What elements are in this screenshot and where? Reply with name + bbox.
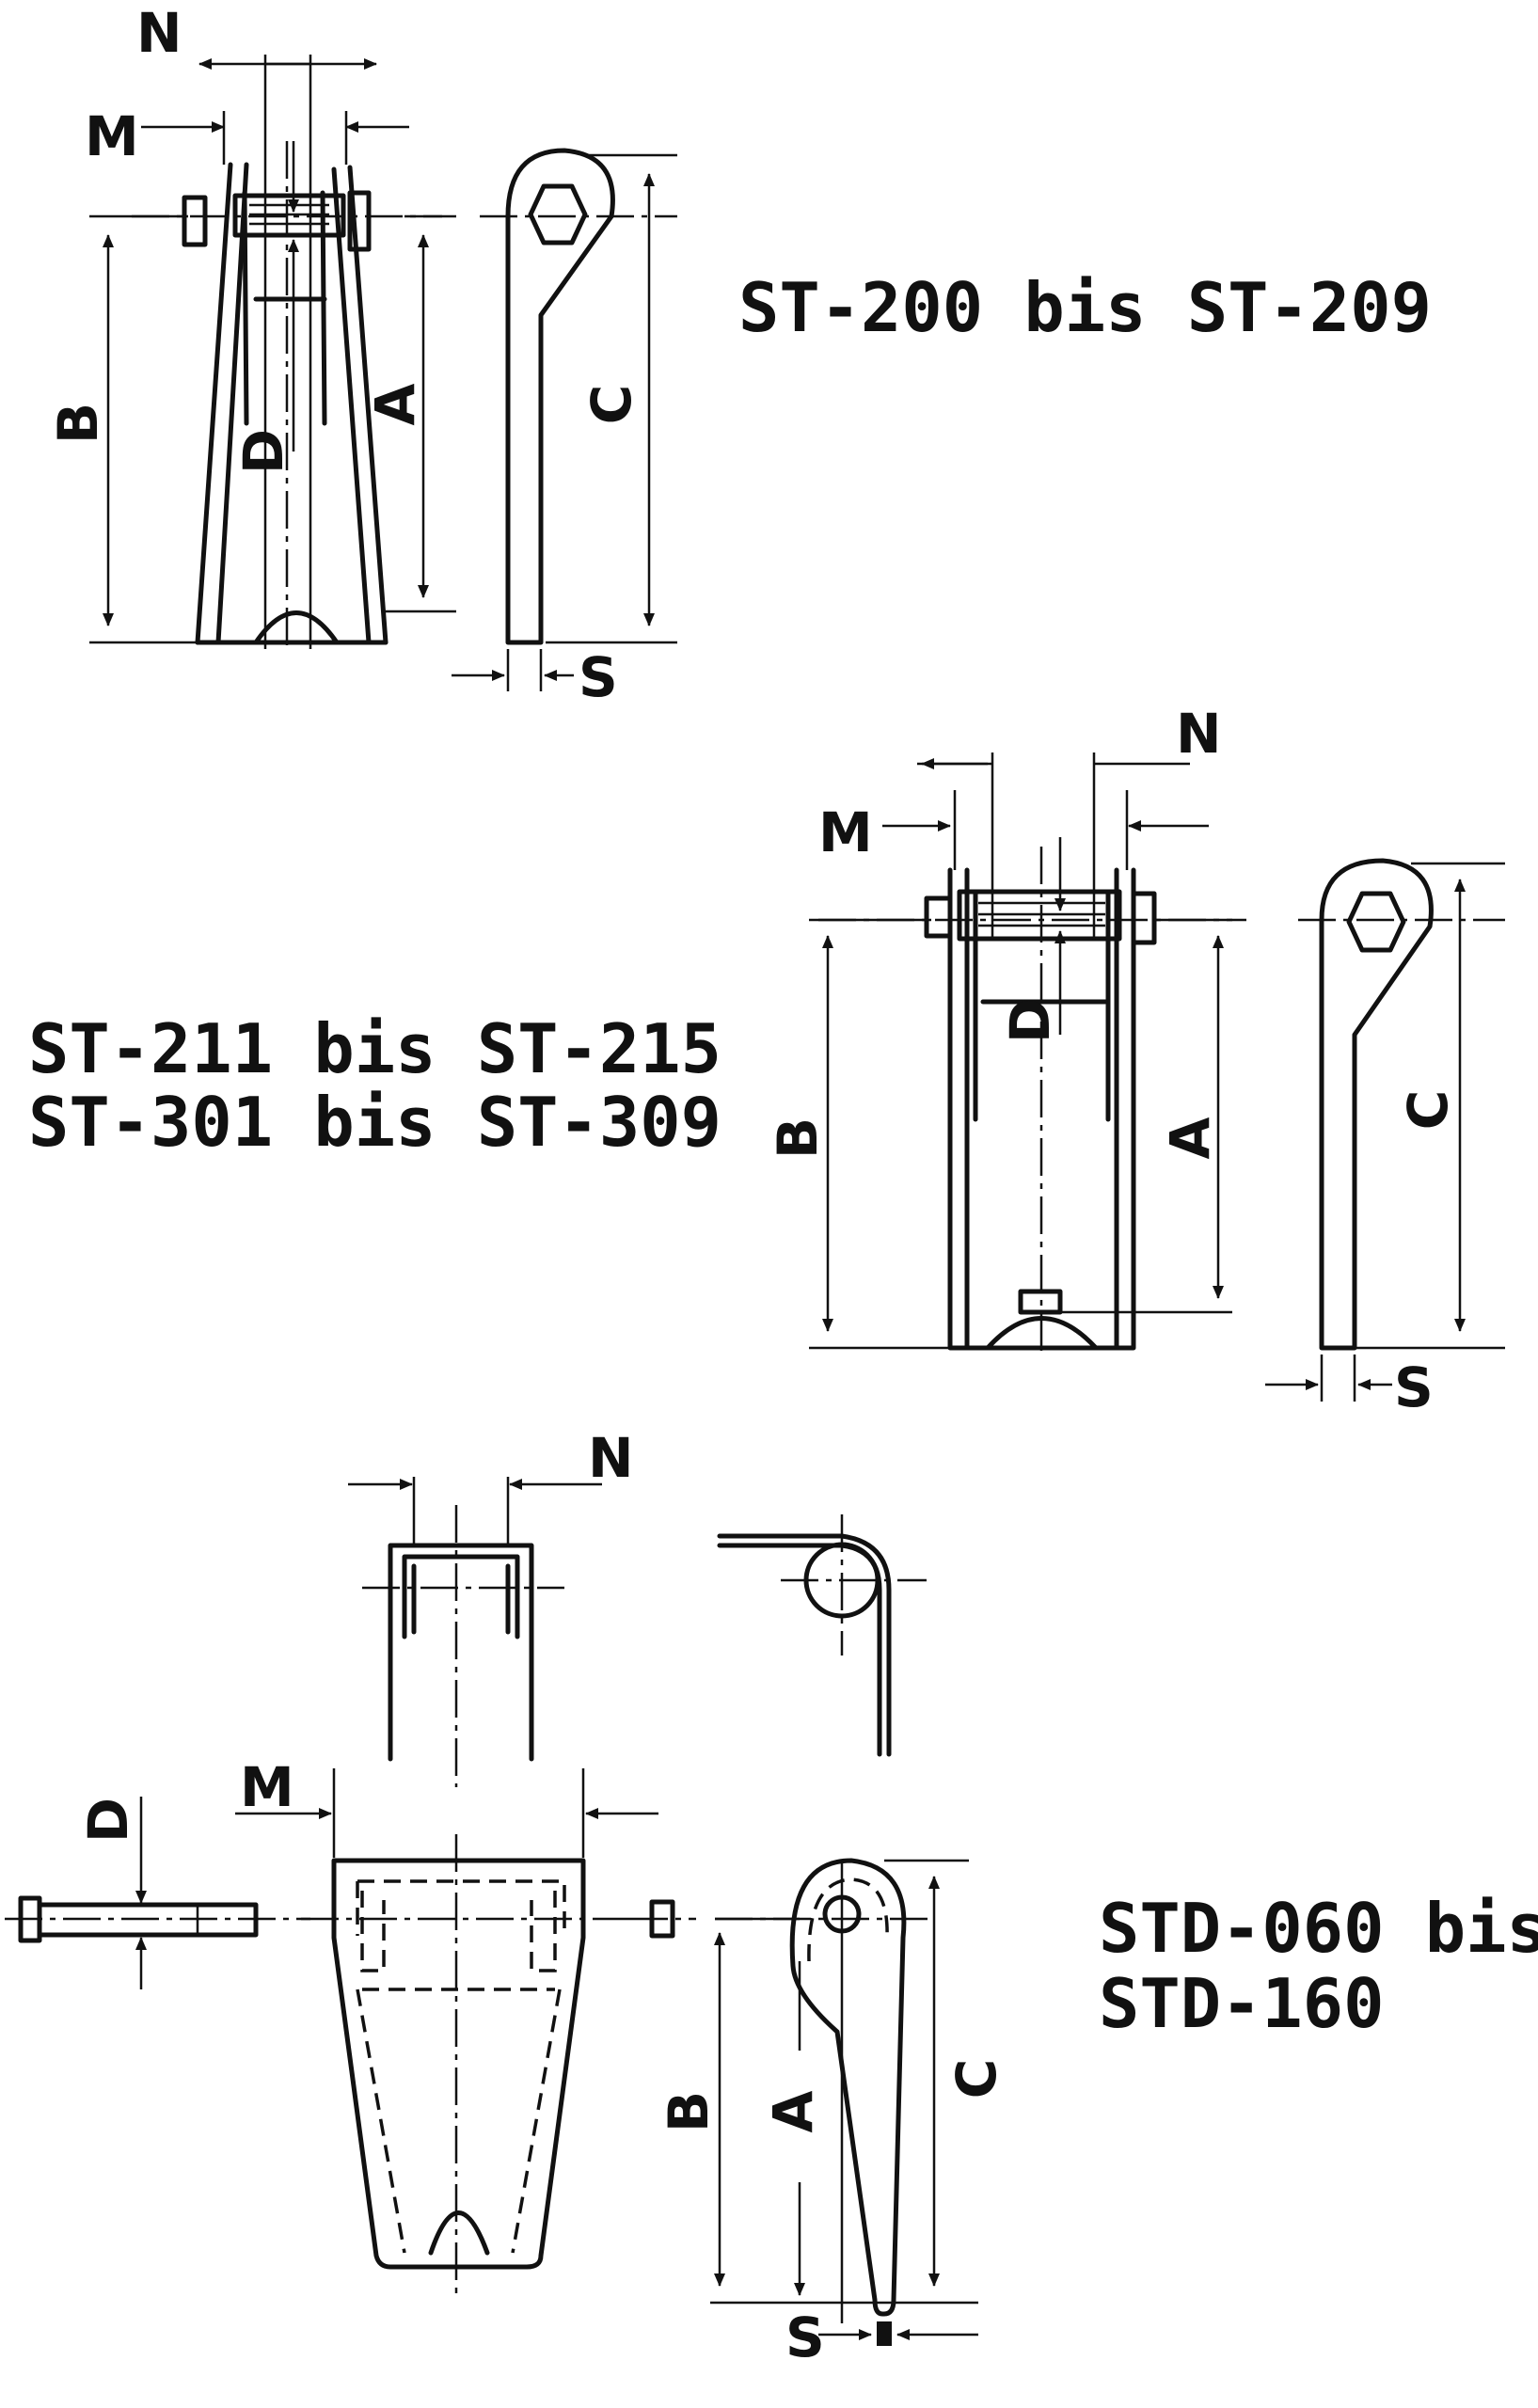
s-thickness-mark <box>877 2321 892 2346</box>
dim-label-s: S <box>579 645 618 709</box>
front-view-st-200 <box>89 55 456 649</box>
dim-label-a: A <box>363 383 427 425</box>
title-std-160: STD-160 <box>1099 1964 1384 2043</box>
dim-label-a: A <box>761 2090 825 2132</box>
dim-label-c: C <box>1396 1090 1460 1131</box>
dim-label-n: N <box>136 1 182 65</box>
dim-label-b: B <box>46 403 110 444</box>
dim-label-c: C <box>944 2059 1008 2099</box>
side-view-std-060 <box>710 1858 978 2346</box>
title-st-200: ST-200 bis ST-209 <box>738 268 1432 347</box>
dim-label-b: B <box>766 1117 830 1159</box>
dim-label-a: A <box>1158 1117 1222 1159</box>
curl-view-std-060 <box>717 1514 927 1757</box>
dim-label-b: B <box>657 2091 721 2132</box>
drawing-std-060: N M D B A C S <box>5 1426 1008 2369</box>
dim-label-m: M <box>240 1755 294 1819</box>
dim-label-d: D <box>231 429 295 474</box>
front-view-st-211 <box>809 752 1246 1354</box>
drawing-st-211: N M B D A C S <box>766 702 1505 1419</box>
title-std-060: STD-060 bis <box>1099 1889 1538 1968</box>
top-view-std-060 <box>348 1477 602 1787</box>
dim-label-n: N <box>1176 702 1222 766</box>
side-view-st-211 <box>1265 858 1505 1402</box>
bolt-std-060 <box>5 1797 310 1989</box>
dim-label-m: M <box>85 104 139 168</box>
dim-label-c: C <box>579 385 643 425</box>
dim-label-d: D <box>76 1798 140 1843</box>
title-st-301: ST-301 bis ST-309 <box>28 1083 721 1162</box>
dim-label-d: D <box>998 998 1062 1043</box>
title-st-211: ST-211 bis ST-215 <box>28 1009 721 1088</box>
dim-label-s: S <box>785 2305 825 2369</box>
front-view-std-060 <box>235 1768 658 2295</box>
dim-label-n: N <box>588 1426 634 1490</box>
dim-label-s: S <box>1394 1355 1434 1419</box>
side-view-st-200 <box>452 148 677 691</box>
drawing-st-200: N M B D A C S <box>46 1 677 709</box>
dim-label-m: M <box>818 800 873 864</box>
